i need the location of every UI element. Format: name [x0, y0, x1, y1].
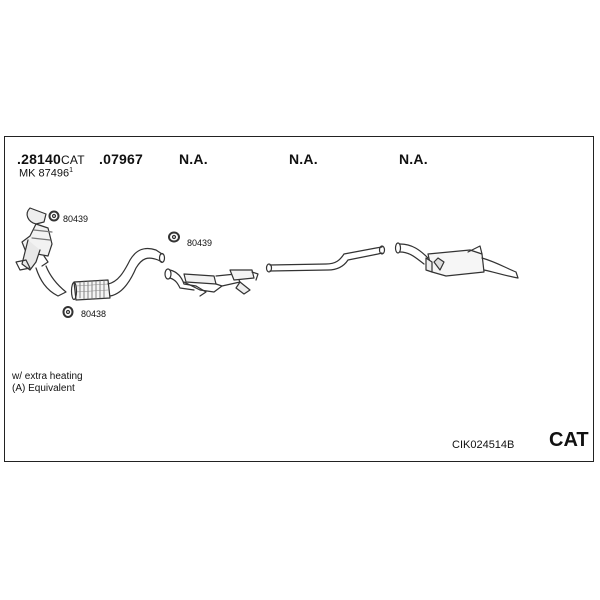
clamp-icon-1 — [48, 210, 60, 222]
note-equivalent: (A) Equivalent — [12, 383, 75, 394]
clamp-label-1: 80439 — [63, 214, 89, 224]
header-col1: .28140CAT — [17, 151, 85, 167]
part-number-front-pipe: .07967 — [99, 151, 144, 167]
rear-silencer — [394, 242, 519, 279]
diagram-frame: .28140CAT MK 874961 .07967 N.A. N.A. N.A… — [4, 136, 594, 462]
middle-silencer — [164, 268, 259, 297]
note-extra-heating: w/ extra heating — [12, 371, 83, 382]
part-number-catalyst: .28140 — [17, 151, 62, 167]
part-number-col3: N.A. — [179, 151, 208, 167]
catalyst-mark: MK 874961 — [19, 167, 74, 180]
clamp-icon-2 — [168, 231, 180, 243]
clamp-icon-3 — [62, 306, 74, 318]
intermediate-pipe — [265, 245, 386, 273]
clamp-label-3: 80438 — [81, 309, 107, 319]
part-number-col4: N.A. — [289, 151, 318, 167]
catalytic-converter — [15, 207, 67, 297]
part-number-col5: N.A. — [399, 151, 428, 167]
cat-badge: CAT — [549, 429, 589, 451]
part-number-suffix: CAT — [61, 153, 85, 167]
reference-code: CIK024514B — [452, 439, 515, 451]
front-pipe — [70, 247, 166, 301]
clamp-label-2: 80439 — [187, 238, 213, 248]
